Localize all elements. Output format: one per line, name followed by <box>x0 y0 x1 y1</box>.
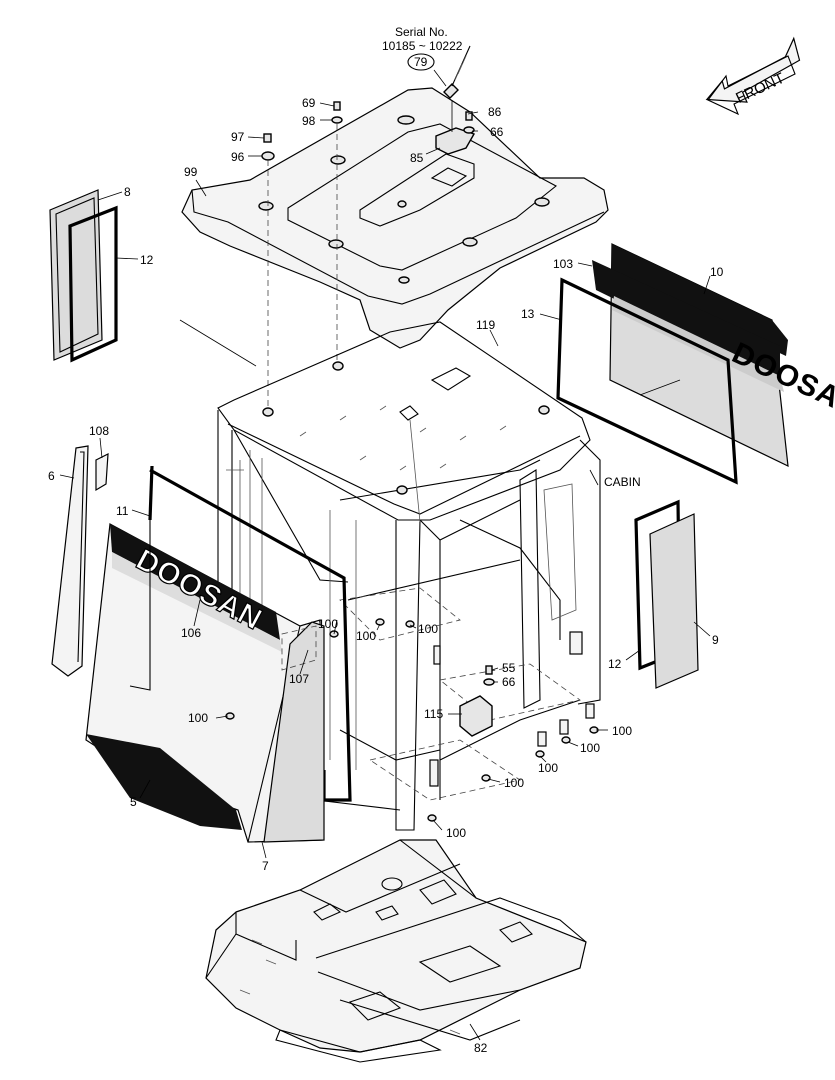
label-108: 108 <box>89 424 109 438</box>
label-5: 5 <box>130 795 137 809</box>
label-69: 69 <box>302 96 316 110</box>
serial-range: 10185 ~ 10222 <box>382 39 463 53</box>
label-86: 86 <box>488 105 502 119</box>
label-100-c: 100 <box>418 622 438 636</box>
label-98: 98 <box>302 114 316 128</box>
label-103: 103 <box>553 257 573 271</box>
label-100-e: 100 <box>580 741 600 755</box>
label-11: 11 <box>116 504 129 518</box>
part-labels: 69 98 86 66 97 96 85 99 8 12 103 10 13 1… <box>48 96 724 1055</box>
label-6: 6 <box>48 469 55 483</box>
label-119: 119 <box>476 318 495 332</box>
left-pillar-trim <box>51 445 109 677</box>
hatch-plate-85 <box>435 127 476 155</box>
label-7: 7 <box>262 859 269 873</box>
label-100-h: 100 <box>446 826 466 840</box>
label-82: 82 <box>474 1041 488 1055</box>
label-107: 107 <box>289 672 309 686</box>
right-side-glass <box>634 499 699 689</box>
label-12-right: 12 <box>608 657 622 671</box>
label-66-top: 66 <box>490 125 504 139</box>
front-direction-arrow: FRONT <box>705 36 801 116</box>
roof-panel <box>181 87 609 349</box>
label-9: 9 <box>712 633 719 647</box>
label-115: 115 <box>424 707 443 721</box>
label-8: 8 <box>124 185 131 199</box>
label-97: 97 <box>231 130 245 144</box>
label-100-i: 100 <box>318 617 338 631</box>
label-96: 96 <box>231 150 245 164</box>
label-106: 106 <box>181 626 201 640</box>
label-100-b: 100 <box>356 629 376 643</box>
roof-bolts <box>261 100 475 410</box>
label-12-left: 12 <box>140 253 154 267</box>
serial-title: Serial No. <box>395 25 448 39</box>
leader-lines <box>59 102 711 1041</box>
label-66-bottom: 66 <box>502 675 516 689</box>
label-55: 55 <box>502 661 516 675</box>
label-13: 13 <box>521 307 535 321</box>
label-100-g: 100 <box>504 776 524 790</box>
serial-part-circle <box>407 53 435 71</box>
label-100-a: 100 <box>188 711 208 725</box>
floor-mat <box>205 839 587 1063</box>
label-10: 10 <box>710 265 724 279</box>
label-100-f: 100 <box>538 761 558 775</box>
label-100-d: 100 <box>612 724 632 738</box>
label-85: 85 <box>410 151 424 165</box>
rear-glass: DOOSAN <box>556 243 835 485</box>
serial-part-number: 79 <box>414 55 428 69</box>
antenna <box>433 45 471 99</box>
label-cabin: CABIN <box>604 475 641 489</box>
left-rear-glass <box>49 189 118 363</box>
label-99: 99 <box>184 165 198 179</box>
